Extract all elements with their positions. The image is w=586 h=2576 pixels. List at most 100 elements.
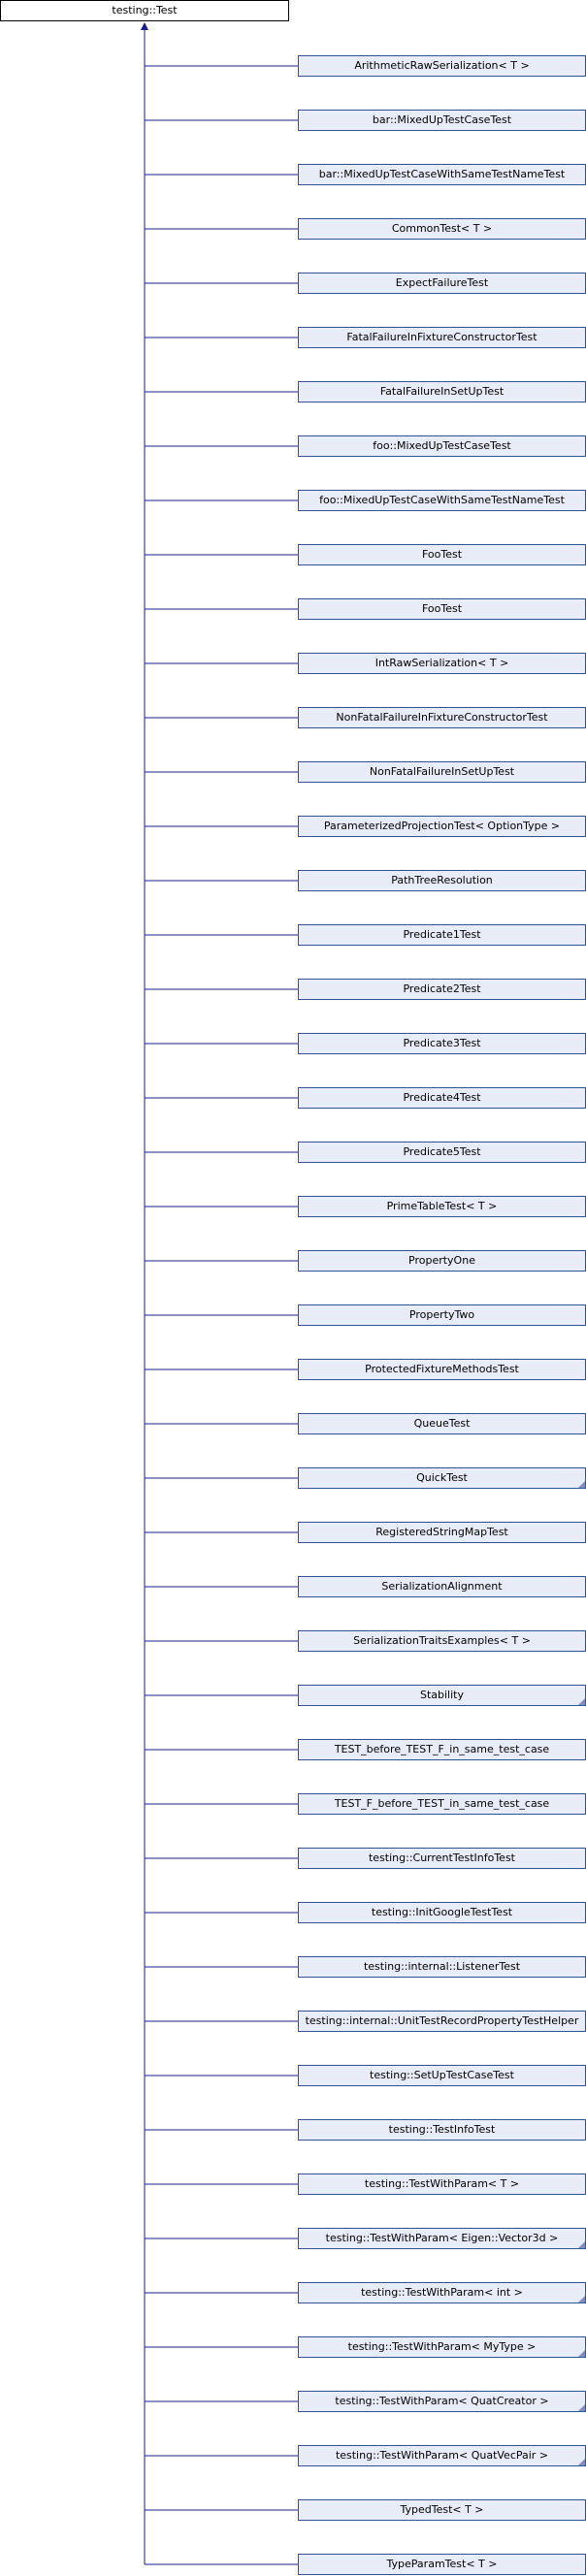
derived-class-node[interactable]: QuickTest: [298, 1467, 586, 1489]
derived-class-node[interactable]: bar::MixedUpTestCaseWithSameTestNameTest: [298, 164, 586, 185]
derived-class-label: testing::TestWithParam< QuatVecPair >: [335, 2449, 549, 2462]
derived-class-node[interactable]: FatalFailureInFixtureConstructorTest: [298, 327, 586, 348]
derived-class-node[interactable]: FooTest: [298, 544, 586, 565]
derived-class-node[interactable]: testing::TestWithParam< Eigen::Vector3d …: [298, 2228, 586, 2249]
derived-class-label: Predicate5Test: [403, 1145, 481, 1158]
derived-class-node[interactable]: NonFatalFailureInSetUpTest: [298, 761, 586, 783]
derived-class-node[interactable]: Predicate2Test: [298, 979, 586, 1000]
derived-class-label: QuickTest: [416, 1471, 468, 1484]
derived-class-label: Stability: [419, 1689, 464, 1701]
derived-class-node[interactable]: testing::CurrentTestInfoTest: [298, 1848, 586, 1869]
derived-class-node[interactable]: foo::MixedUpTestCaseWithSameTestNameTest: [298, 490, 586, 511]
derived-class-node[interactable]: testing::TestWithParam< int >: [298, 2282, 586, 2303]
more-subclasses-corner-icon: [578, 1698, 585, 1705]
derived-class-label: ArithmeticRawSerialization< T >: [354, 59, 530, 72]
derived-class-label: FooTest: [421, 602, 463, 615]
derived-class-label: FatalFailureInSetUpTest: [379, 385, 505, 398]
derived-class-label: testing::internal::UnitTestRecordPropert…: [305, 2014, 579, 2027]
derived-class-node[interactable]: FooTest: [298, 598, 586, 620]
more-subclasses-corner-icon: [578, 2296, 585, 2302]
derived-class-label: FooTest: [421, 548, 463, 561]
derived-class-label: testing::TestWithParam< QuatCreator >: [335, 2395, 549, 2407]
derived-class-label: Predicate4Test: [403, 1091, 481, 1104]
derived-class-node[interactable]: CommonTest< T >: [298, 218, 586, 240]
derived-class-node[interactable]: testing::internal::UnitTestRecordPropert…: [298, 2011, 586, 2032]
inheritance-arrowhead: [141, 22, 148, 30]
derived-class-node[interactable]: testing::TestWithParam< QuatVecPair >: [298, 2445, 586, 2466]
derived-class-label: testing::InitGoogleTestTest: [371, 1906, 513, 1918]
derived-class-label: ProtectedFixtureMethodsTest: [365, 1363, 519, 1375]
derived-class-node[interactable]: Predicate3Test: [298, 1033, 586, 1054]
derived-class-label: bar::MixedUpTestCaseWithSameTestNameTest: [318, 168, 566, 180]
derived-class-label: ExpectFailureTest: [395, 276, 489, 289]
derived-class-label: testing::SetUpTestCaseTest: [370, 2069, 514, 2081]
derived-class-label: CommonTest< T >: [391, 222, 493, 235]
derived-class-label: testing::TestWithParam< T >: [364, 2177, 520, 2190]
derived-class-node[interactable]: IntRawSerialization< T >: [298, 653, 586, 674]
derived-class-label: bar::MixedUpTestCaseTest: [372, 113, 512, 126]
derived-class-label: PropertyTwo: [408, 1308, 475, 1321]
derived-class-node[interactable]: ParameterizedProjectionTest< OptionType …: [298, 816, 586, 837]
derived-class-node[interactable]: TypeParamTest< T >: [298, 2554, 586, 2575]
derived-class-label: NonFatalFailureInFixtureConstructorTest: [336, 711, 548, 724]
derived-class-label: SerializationAlignment: [381, 1580, 503, 1593]
derived-class-node[interactable]: Predicate5Test: [298, 1142, 586, 1163]
derived-class-node[interactable]: RegisteredStringMapTest: [298, 1522, 586, 1543]
derived-class-node[interactable]: foo::MixedUpTestCaseTest: [298, 435, 586, 457]
derived-class-label: FatalFailureInFixtureConstructorTest: [346, 331, 537, 343]
derived-class-node[interactable]: PathTreeResolution: [298, 870, 586, 891]
derived-class-node[interactable]: ExpectFailureTest: [298, 273, 586, 294]
root-class-node-testing-test[interactable]: testing::Test: [0, 0, 289, 21]
derived-class-node[interactable]: testing::SetUpTestCaseTest: [298, 2065, 586, 2086]
derived-class-node[interactable]: QueueTest: [298, 1413, 586, 1434]
derived-class-node[interactable]: PrimeTableTest< T >: [298, 1196, 586, 1217]
derived-class-node[interactable]: ArithmeticRawSerialization< T >: [298, 55, 586, 77]
derived-class-label: testing::TestWithParam< int >: [361, 2286, 523, 2299]
more-subclasses-corner-icon: [578, 2241, 585, 2248]
derived-class-label: testing::internal::ListenerTest: [363, 1960, 521, 1973]
derived-class-node[interactable]: testing::TestInfoTest: [298, 2119, 586, 2141]
derived-class-label: ParameterizedProjectionTest< OptionType …: [323, 820, 561, 832]
derived-class-node[interactable]: TEST_before_TEST_F_in_same_test_case: [298, 1739, 586, 1760]
derived-class-label: TypedTest< T >: [400, 2503, 484, 2516]
derived-class-label: foo::MixedUpTestCaseWithSameTestNameTest: [319, 494, 565, 506]
derived-class-label: PropertyOne: [408, 1254, 475, 1267]
more-subclasses-corner-icon: [578, 1481, 585, 1488]
derived-class-label: foo::MixedUpTestCaseTest: [373, 439, 511, 452]
derived-class-label: testing::TestWithParam< Eigen::Vector3d …: [325, 2232, 559, 2244]
derived-class-label: TypeParamTest< T >: [386, 2558, 498, 2570]
more-subclasses-corner-icon: [578, 2404, 585, 2411]
derived-class-node[interactable]: testing::InitGoogleTestTest: [298, 1902, 586, 1923]
derived-class-node[interactable]: NonFatalFailureInFixtureConstructorTest: [298, 707, 586, 728]
derived-class-node[interactable]: Predicate4Test: [298, 1087, 586, 1109]
derived-class-node[interactable]: bar::MixedUpTestCaseTest: [298, 110, 586, 131]
derived-class-node[interactable]: TEST_F_before_TEST_in_same_test_case: [298, 1793, 586, 1815]
derived-class-node[interactable]: SerializationTraitsExamples< T >: [298, 1630, 586, 1652]
derived-class-label: SerializationTraitsExamples< T >: [353, 1634, 531, 1647]
derived-class-node[interactable]: Predicate1Test: [298, 924, 586, 946]
derived-class-label: IntRawSerialization< T >: [374, 657, 509, 669]
derived-class-label: TEST_before_TEST_F_in_same_test_case: [334, 1743, 550, 1755]
more-subclasses-corner-icon: [578, 2459, 585, 2465]
derived-class-label: QueueTest: [413, 1417, 471, 1430]
derived-class-node[interactable]: SerializationAlignment: [298, 1576, 586, 1597]
derived-class-node[interactable]: PropertyTwo: [298, 1304, 586, 1326]
derived-class-label: PathTreeResolution: [391, 874, 493, 886]
derived-class-node[interactable]: testing::TestWithParam< QuatCreator >: [298, 2391, 586, 2412]
derived-class-node[interactable]: testing::TestWithParam< MyType >: [298, 2336, 586, 2358]
derived-class-node[interactable]: testing::internal::ListenerTest: [298, 1956, 586, 1978]
derived-class-label: testing::CurrentTestInfoTest: [368, 1852, 515, 1864]
derived-class-node[interactable]: TypedTest< T >: [298, 2499, 586, 2521]
derived-class-node[interactable]: PropertyOne: [298, 1250, 586, 1272]
derived-class-node[interactable]: FatalFailureInSetUpTest: [298, 381, 586, 402]
derived-class-label: Predicate3Test: [403, 1037, 481, 1049]
derived-class-label: TEST_F_before_TEST_in_same_test_case: [334, 1797, 550, 1810]
derived-class-node[interactable]: Stability: [298, 1685, 586, 1706]
derived-class-node[interactable]: ProtectedFixtureMethodsTest: [298, 1359, 586, 1380]
derived-class-label: PrimeTableTest< T >: [386, 1200, 498, 1212]
derived-class-label: testing::TestWithParam< MyType >: [347, 2340, 537, 2353]
derived-class-node[interactable]: testing::TestWithParam< T >: [298, 2174, 586, 2195]
derived-class-label: Predicate2Test: [403, 982, 481, 995]
